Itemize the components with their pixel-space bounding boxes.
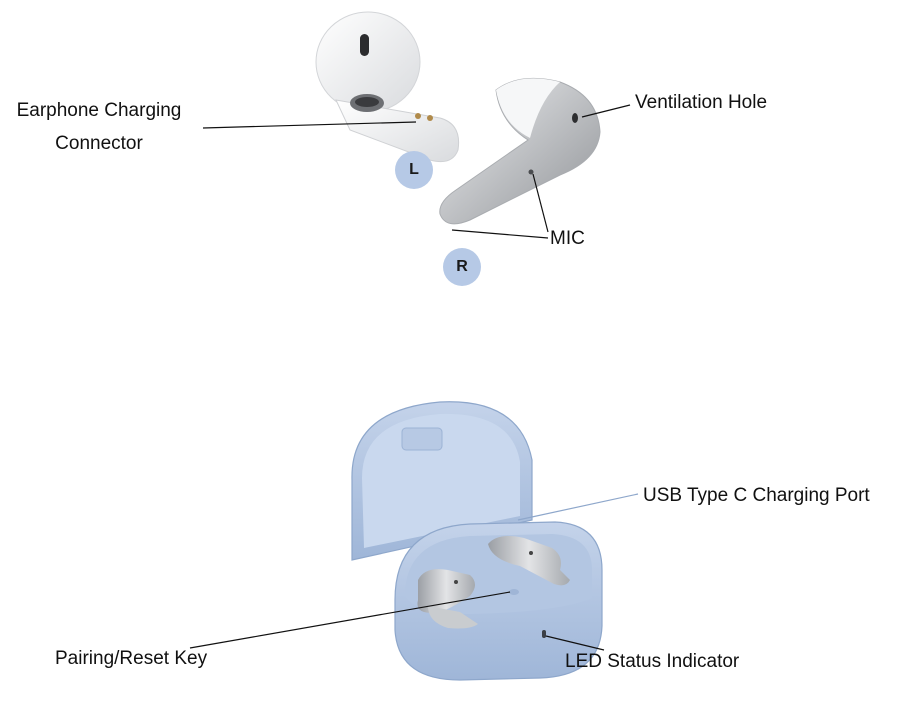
label-charging-connector: Earphone Charging Connector — [10, 101, 188, 153]
label-ventilation-hole: Ventilation Hole — [635, 92, 768, 113]
badge-left: L — [395, 151, 433, 189]
label-pairing-key: Pairing/Reset Key — [55, 648, 208, 669]
leader-pairing-key — [189, 591, 511, 649]
leader-charging-connector — [202, 121, 417, 129]
charging-case — [351, 401, 603, 681]
label-mic: MIC — [550, 228, 585, 249]
leader-usb-port — [517, 493, 639, 521]
badge-right: R — [443, 248, 481, 286]
label-usb-port: USB Type C Charging Port — [643, 485, 870, 506]
leader-ventilation-hole — [581, 104, 631, 118]
label-led-indicator: LED Status Indicator — [565, 651, 740, 672]
label-charging-connector-line2: Connector — [55, 133, 143, 154]
right-earbud — [439, 77, 601, 225]
left-earbud — [315, 11, 460, 163]
leader-led-indicator — [545, 635, 605, 651]
leader-mic-1 — [451, 229, 549, 239]
label-charging-connector-line1: Earphone Charging — [16, 100, 182, 121]
leader-mic-2 — [532, 173, 549, 233]
